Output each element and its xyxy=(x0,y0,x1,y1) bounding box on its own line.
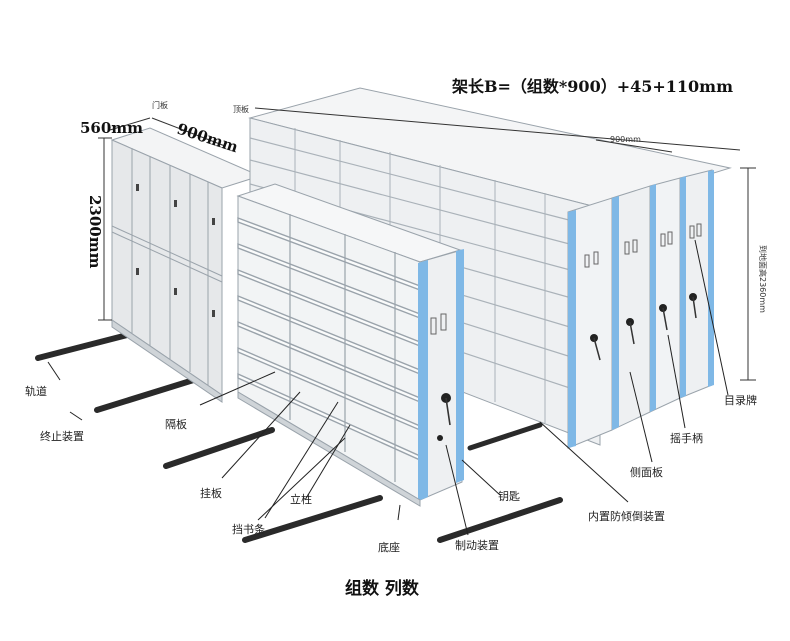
closed-cabinets xyxy=(110,127,262,403)
end-panels xyxy=(567,169,714,449)
dim-bay-width: 900mm xyxy=(610,135,641,144)
rail-1 xyxy=(35,330,138,361)
floor-rails xyxy=(35,330,563,543)
dim-height: 2300mm xyxy=(86,195,104,269)
dim-door-panel: 门板 xyxy=(152,100,168,110)
rail-6 xyxy=(467,422,543,451)
label-anti-tilt: 内置防倾倒装置 xyxy=(588,509,665,523)
label-brake: 制动装置 xyxy=(455,539,499,552)
dim-overall-height: 到地面高2360mm xyxy=(758,245,768,313)
label-hand-crank: 摇手柄 xyxy=(670,431,703,445)
leader-lines xyxy=(47,239,729,536)
label-base: 底座 xyxy=(378,540,400,554)
label-end-stop: 终止装置 xyxy=(40,429,84,443)
label-key: 钥匙 xyxy=(498,489,520,503)
dim-width-left: 560mm xyxy=(80,119,143,137)
rail-5 xyxy=(437,497,563,543)
label-tag: 目录牌 xyxy=(724,393,757,407)
label-book-stop: 挡书条 xyxy=(232,522,265,536)
dimension-lines xyxy=(98,107,756,381)
label-divider: 隔板 xyxy=(165,417,187,431)
dim-top-panel: 顶板 xyxy=(233,104,249,114)
rail-4 xyxy=(242,495,383,543)
dim-length-formula: 架长B=（组数*900）+45+110mm xyxy=(451,77,733,96)
label-hang-board: 挂板 xyxy=(200,486,222,500)
caption: 组数 列数 xyxy=(345,578,420,599)
rail-2 xyxy=(94,375,203,413)
label-post: 立柱 xyxy=(290,492,312,506)
label-side-panel: 侧面板 xyxy=(630,465,663,479)
rail-3 xyxy=(163,427,275,469)
label-rail: 轨道 xyxy=(25,384,47,398)
